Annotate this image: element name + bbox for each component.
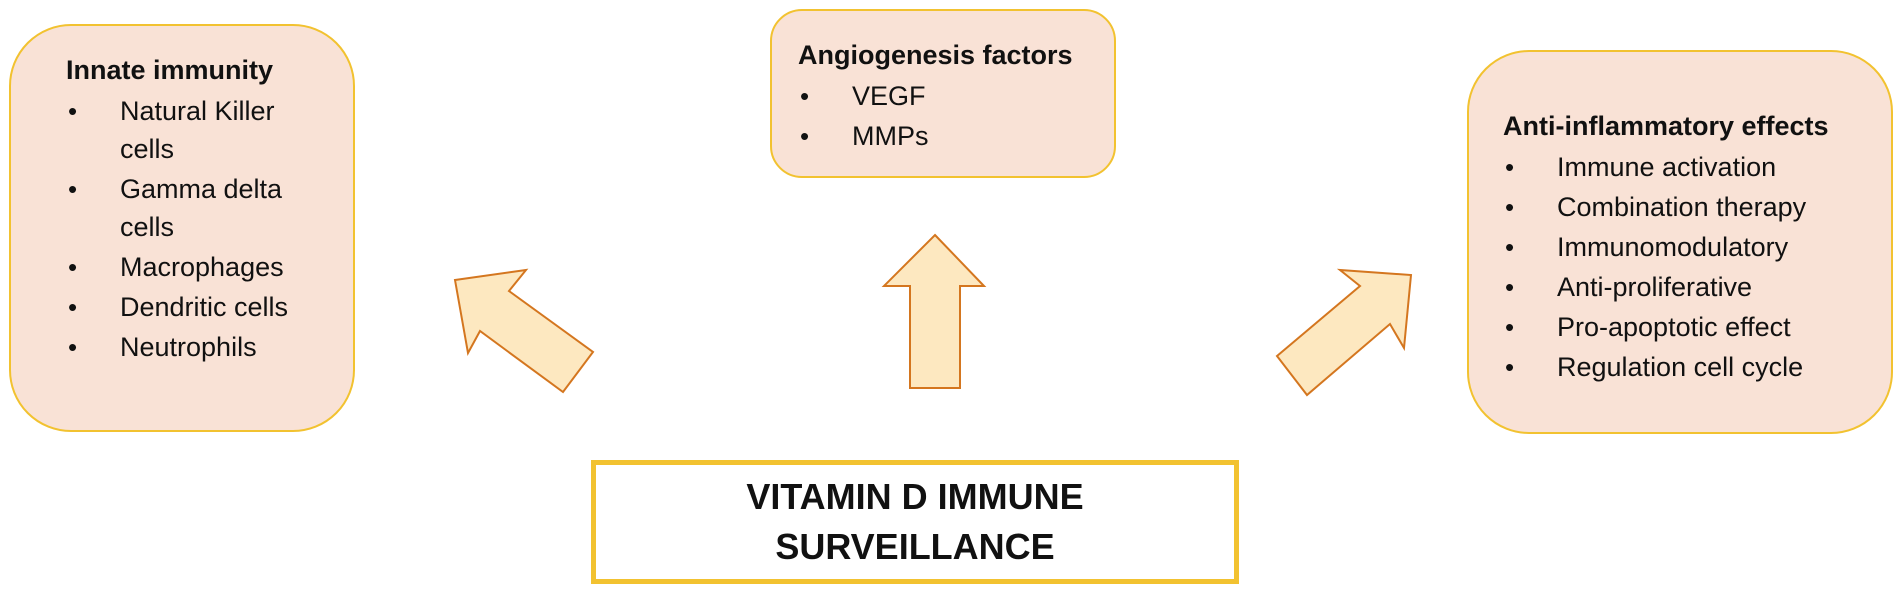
anti-inflammatory-effects-title: Anti-inflammatory effects [1503,111,1829,141]
list-item-text: Macrophages [120,252,284,282]
list-item: • Neutrophils [66,328,333,366]
list-item: • Natural Killer cells [66,92,333,168]
list-item-text: Natural Killer cells [120,96,275,164]
arrow-up-right-icon [1275,268,1413,397]
list-item: • Immune activation [1503,148,1875,186]
arrow-up-icon [881,233,987,389]
list-item: • MMPs [798,117,1094,155]
list-item-text: Neutrophils [120,332,257,362]
bullet-icon: • [1505,232,1515,262]
list-item: • Immunomodulatory [1503,228,1875,266]
bullet-icon: • [1505,312,1515,342]
bullet-icon: • [1505,192,1515,222]
bullet-icon: • [68,332,78,362]
anti-inflammatory-effects-box: Anti-inflammatory effects • Immune activa… [1467,50,1893,434]
list-item: • Pro-apoptotic effect [1503,308,1875,346]
bullet-icon: • [68,292,78,322]
bullet-icon: • [800,81,810,111]
innate-immunity-list: • Natural Killer cells • Gamma delta cells… [66,92,333,366]
list-item: • Macrophages [66,248,333,286]
angiogenesis-factors-title: Angiogenesis factors [798,40,1073,70]
list-item-text: Pro-apoptotic effect [1557,312,1791,342]
arrow-up-left-icon [453,268,595,394]
innate-immunity-title: Innate immunity [66,55,274,85]
anti-inflammatory-effects-list: •Immune activation •Combination therapy … [1503,148,1875,386]
list-item: • Regulation cell cycle [1503,348,1875,386]
vitamin-d-surveillance-title: VITAMIN D IMMUNE SURVEILLANCE [746,476,1084,567]
bullet-icon: • [800,121,810,151]
list-item-text: Gamma delta cells [120,174,283,242]
bullet-icon: • [68,96,78,126]
list-item-text: VEGF [852,81,926,111]
list-item: • VEGF [798,77,1094,115]
angiogenesis-factors-list: • VEGF • MMPs [798,77,1094,155]
list-item: • Gamma delta cells [66,170,333,246]
angiogenesis-factors-box: Angiogenesis factors • VEGF • MMPs [770,9,1116,178]
list-item-text: Immune activation [1557,152,1777,182]
list-item-text: Immunomodulatory [1557,232,1789,262]
list-item: • Combination therapy [1503,188,1875,226]
list-item-text: MMPs [852,121,929,151]
list-item-text: Regulation cell cycle [1557,352,1804,382]
list-item: • Dendritic cells [66,288,333,326]
bullet-icon: • [1505,352,1515,382]
list-item: • Anti-proliferative [1503,268,1875,306]
list-item-text: Dendritic cells [120,292,289,322]
list-item-text: Combination therapy [1557,192,1807,222]
list-item-text: Anti-proliferative [1557,272,1753,302]
bullet-icon: • [1505,272,1515,302]
bullet-icon: • [68,174,78,204]
bullet-icon: • [1505,152,1515,182]
innate-immunity-box: Innate immunity • Natural Killer cells • G… [9,24,355,432]
bullet-icon: • [68,252,78,282]
vitamin-d-surveillance-box: VITAMIN D IMMUNE SURVEILLANCE [591,460,1239,584]
